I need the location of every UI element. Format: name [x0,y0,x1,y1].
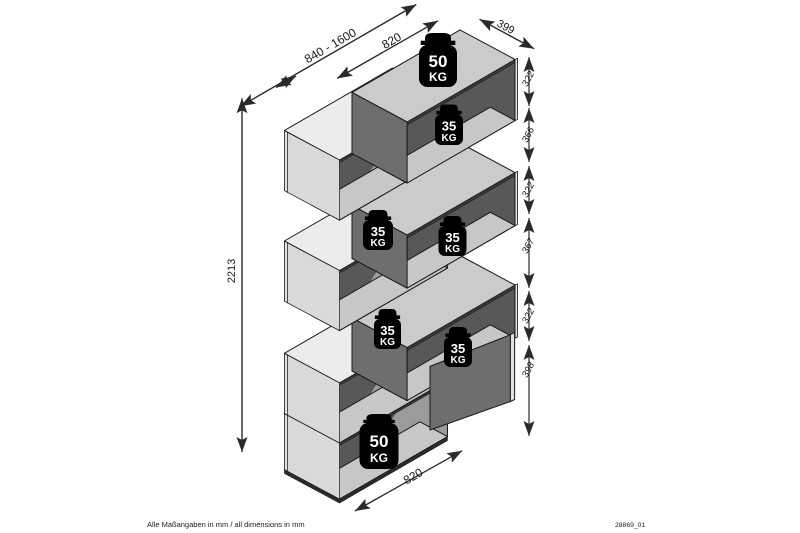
svg-text:KG: KG [442,133,457,144]
svg-text:35: 35 [371,224,385,239]
svg-text:50: 50 [370,432,389,451]
svg-text:KG: KG [445,244,460,255]
svg-text:KG: KG [370,451,388,465]
svg-text:KG: KG [380,337,395,348]
svg-text:KG: KG [429,70,447,84]
svg-text:35: 35 [451,341,465,356]
svg-text:Alle Maßangaben in mm / all di: Alle Maßangaben in mm / all dimensions i… [147,520,305,529]
svg-text:50: 50 [429,52,448,71]
svg-text:35: 35 [380,323,394,338]
svg-text:2213: 2213 [226,259,238,283]
svg-text:35: 35 [442,119,456,134]
svg-text:KG: KG [451,355,466,366]
svg-text:35: 35 [445,230,459,245]
svg-text:28869_01: 28869_01 [615,522,645,529]
svg-text:KG: KG [371,238,386,249]
